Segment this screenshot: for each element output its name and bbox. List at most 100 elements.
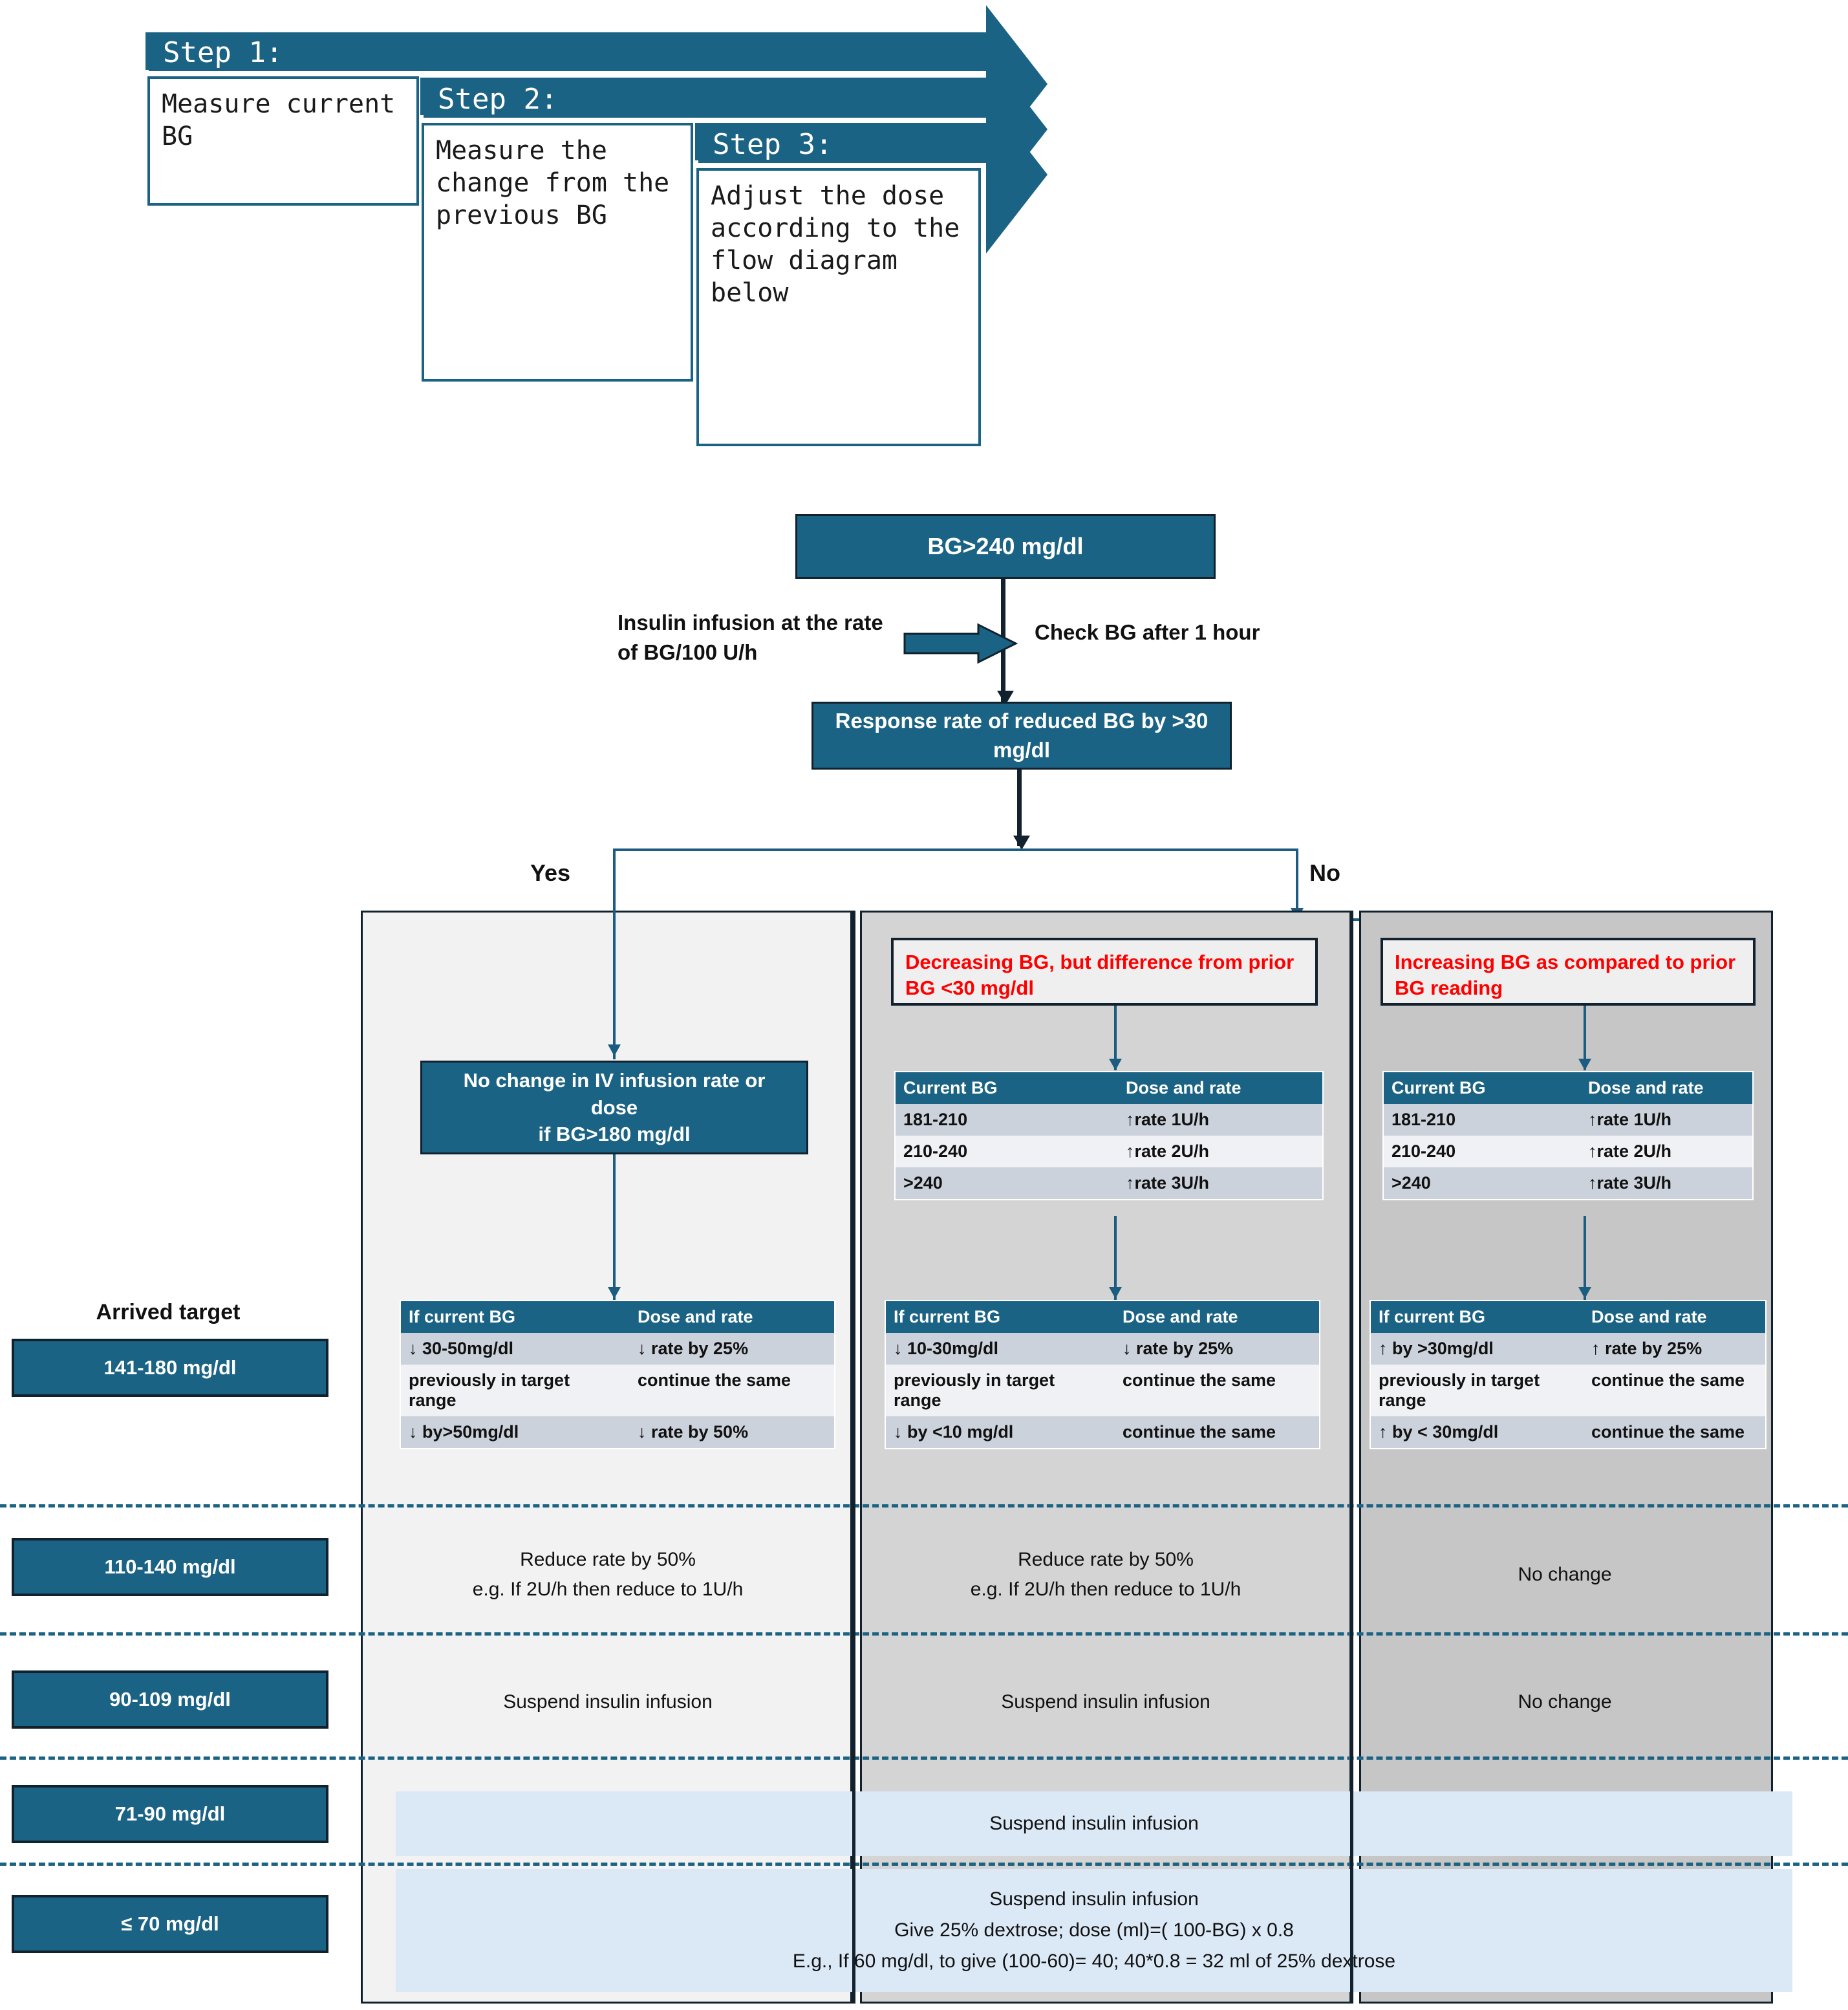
cell-90-109-right-text: No change <box>1518 1691 1612 1713</box>
right-connector-1 <box>1584 1006 1586 1070</box>
column-divider-1 <box>852 911 855 2004</box>
split-bar-main <box>613 848 1298 851</box>
bg-range-71-90: 71-90 mg/dl <box>12 1785 328 1843</box>
table-header-row: If current BG Dose and rate <box>886 1301 1319 1333</box>
top-bg-box: BG>240 mg/dl <box>795 514 1216 579</box>
mid-t2-r0c0: ↓ 10-30mg/dl <box>886 1333 1115 1365</box>
side-arrow-icon <box>903 623 1018 664</box>
mid-t2-r2c1: continue the same <box>1115 1416 1319 1448</box>
right-dose-table: If current BG Dose and rate ↑ by >30mg/d… <box>1371 1301 1765 1448</box>
right-t2-r2c0: ↑ by < 30mg/dl <box>1371 1416 1584 1448</box>
table-row: ↓ 10-30mg/dl ↓ rate by 25% <box>886 1333 1319 1365</box>
step-2-body-text: Measure the change from the previous BG <box>436 136 670 230</box>
mid-t1-r0c0: 181-210 <box>896 1104 1118 1136</box>
arrived-target-label: Arrived target <box>96 1300 241 1324</box>
left-dose-table: If current BG Dose and rate ↓ 30-50mg/dl… <box>401 1301 834 1448</box>
step-2-title: Step 2: <box>424 80 993 118</box>
right-t2-r1c1: continue the same <box>1584 1365 1765 1416</box>
step-3-body: Adjust the dose according to the flow di… <box>696 168 981 446</box>
mid-connector-2 <box>1114 1216 1117 1300</box>
table-row: previously in target range continue the … <box>886 1365 1319 1416</box>
left-table-h2: Dose and rate <box>630 1301 834 1333</box>
left-table-h1: If current BG <box>401 1301 630 1333</box>
cell-110-140-mid-line1: Reduce rate by 50% <box>1018 1548 1194 1570</box>
cell-90-109-right: No change <box>1371 1652 1759 1753</box>
mid-t1-r1c1: ↑rate 2U/h <box>1118 1136 1322 1167</box>
table-row: 210-240 ↑rate 2U/h <box>1384 1136 1752 1167</box>
connector-line-2 <box>1017 770 1022 846</box>
cell-90-109-left: Suspend insulin infusion <box>375 1652 841 1753</box>
table-row: >240 ↑rate 3U/h <box>896 1167 1322 1199</box>
table-row: >240 ↑rate 3U/h <box>1384 1167 1752 1199</box>
infusion-note: Insulin infusion at the rate of BG/100 U… <box>618 611 883 665</box>
band-le-70: Suspend insulin infusion Give 25% dextro… <box>396 1869 1792 1992</box>
row-separator-2 <box>0 1632 1848 1636</box>
response-rate-text: Response rate of reduced BG by >30 mg/dl <box>835 708 1209 762</box>
cell-90-109-mid-text: Suspend insulin infusion <box>1001 1691 1210 1713</box>
table-row: ↓ by>50mg/dl ↓ rate by 50% <box>401 1416 834 1448</box>
band-le-70-line1: Suspend insulin infusion <box>989 1888 1199 1910</box>
step-3-body-text: Adjust the dose according to the flow di… <box>711 181 960 308</box>
right-t1-r1c0: 210-240 <box>1384 1136 1580 1167</box>
left-connector-to-table <box>613 1154 616 1300</box>
mid-t2-r0c1: ↓ rate by 25% <box>1115 1333 1319 1365</box>
bg-range-90-109: 90-109 mg/dl <box>12 1670 328 1729</box>
cell-90-109-mid: Suspend insulin infusion <box>873 1652 1338 1753</box>
no-change-line1: No change in IV infusion rate or <box>463 1068 766 1092</box>
mid-t1-h1: Current BG <box>896 1072 1118 1104</box>
step-1-body-text: Measure current BG <box>162 89 396 151</box>
cell-110-140-right: No change <box>1371 1520 1759 1630</box>
mid-t2-r1c0: previously in target range <box>886 1365 1115 1416</box>
right-t1-r0c0: 181-210 <box>1384 1104 1580 1136</box>
cell-90-109-left-text: Suspend insulin infusion <box>503 1691 713 1713</box>
cell-110-140-left-line2: e.g. If 2U/h then reduce to 1U/h <box>472 1579 744 1600</box>
no-change-line2: dose <box>590 1096 638 1119</box>
left-table-r1c0: previously in target range <box>401 1365 630 1416</box>
arrow-down-yes <box>608 1044 621 1056</box>
step-2-body: Measure the change from the previous BG <box>422 123 693 382</box>
bg-range-110-140: 110-140 mg/dl <box>12 1538 328 1596</box>
band-71-90-text: Suspend insulin infusion <box>989 1813 1199 1834</box>
cell-110-140-left: Reduce rate by 50% e.g. If 2U/h then red… <box>375 1520 841 1630</box>
arrow-down-right-table1 <box>1578 1059 1591 1070</box>
right-t2-r0c0: ↑ by >30mg/dl <box>1371 1333 1584 1365</box>
table-row: ↓ 30-50mg/dl ↓ rate by 25% <box>401 1333 834 1365</box>
table-row: 210-240 ↑rate 2U/h <box>896 1136 1322 1167</box>
mid-t2-r2c0: ↓ by <10 mg/dl <box>886 1416 1115 1448</box>
arrow-down-mid-table1 <box>1109 1059 1122 1070</box>
arrow-down-left-table <box>608 1287 621 1299</box>
yes-branch-line-2 <box>613 911 616 1059</box>
step-1-body: Measure current BG <box>147 76 419 206</box>
arrow-down-mid-table2 <box>1109 1287 1122 1299</box>
arrow-down-1 <box>997 691 1014 705</box>
yes-label: Yes <box>530 859 571 886</box>
right-t2-r2c1: continue the same <box>1584 1416 1765 1448</box>
left-table-r1c1: continue the same <box>630 1365 834 1416</box>
right-connector-2 <box>1584 1216 1586 1300</box>
right-t1-h1: Current BG <box>1384 1072 1580 1104</box>
increasing-bg-callout: Increasing BG as compared to prior BG re… <box>1381 938 1756 1006</box>
mid-t1-r2c1: ↑rate 3U/h <box>1118 1167 1322 1199</box>
yes-branch-line <box>613 848 616 924</box>
right-t2-r1c0: previously in target range <box>1371 1365 1584 1416</box>
bg-range-141-180: 141-180 mg/dl <box>12 1339 328 1397</box>
mid-connector-1 <box>1114 1006 1117 1070</box>
table-row: previously in target range continue the … <box>401 1365 834 1416</box>
column-divider-2 <box>1350 911 1353 2004</box>
no-branch-line <box>1296 848 1298 918</box>
band-le-70-line2: Give 25% dextrose; dose (ml)=( 100-BG) x… <box>894 1919 1294 1941</box>
mid-t1-r0c1: ↑rate 1U/h <box>1118 1104 1322 1136</box>
table-header-row: If current BG Dose and rate <box>401 1301 834 1333</box>
table-header-row: Current BG Dose and rate <box>896 1072 1322 1104</box>
right-t2-h2: Dose and rate <box>1584 1301 1765 1333</box>
left-table-r0c0: ↓ 30-50mg/dl <box>401 1333 630 1365</box>
left-table-r2c1: ↓ rate by 50% <box>630 1416 834 1448</box>
band-le-70-line3: E.g., If 60 mg/dl, to give (100-60)= 40;… <box>792 1951 1396 1972</box>
table-row: ↑ by < 30mg/dl continue the same <box>1371 1416 1765 1448</box>
no-change-box: No change in IV infusion rate or dose if… <box>420 1061 808 1154</box>
step-3-title: Step 3: <box>698 125 993 163</box>
cell-110-140-mid: Reduce rate by 50% e.g. If 2U/h then red… <box>873 1520 1338 1630</box>
decreasing-bg-callout: Decreasing BG, but difference from prior… <box>891 938 1318 1006</box>
right-t1-r1c1: ↑rate 2U/h <box>1580 1136 1752 1167</box>
